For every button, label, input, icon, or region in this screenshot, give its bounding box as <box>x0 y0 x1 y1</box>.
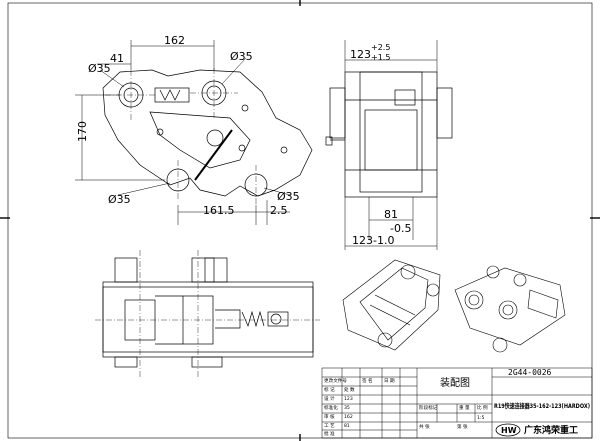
tb-label-review: 审 核 <box>324 413 335 420</box>
title-block-frame <box>321 367 593 439</box>
lock-mechanism <box>149 111 251 169</box>
company-logo: HW <box>495 423 521 437</box>
side-cylinder-box <box>394 89 416 106</box>
iso1-outline <box>342 259 441 351</box>
tb-label-sheets: 共 张 <box>419 423 430 430</box>
tb-value-35: 35 <box>344 405 350 411</box>
dim-dia-bottom-left: Ø35 <box>108 193 131 206</box>
side-view <box>325 71 453 198</box>
bottom-lug-right <box>191 356 223 368</box>
tb-label-mark: 标 记 <box>324 386 335 393</box>
bolt <box>238 144 246 152</box>
isometric-view-right <box>454 265 566 353</box>
iso2-lock <box>527 289 559 319</box>
tb-value-scale: 1:5 <box>477 415 484 421</box>
iso2-outline <box>454 267 566 346</box>
bottom-lug-left <box>114 356 138 368</box>
top-body-outline <box>102 281 314 358</box>
title-block <box>321 367 593 439</box>
bolt <box>156 128 164 136</box>
iso2-hole-right-inner <box>502 304 514 316</box>
top-lock-block <box>267 311 289 327</box>
side-body-outline <box>344 71 438 198</box>
iso1-pin-right <box>426 283 440 297</box>
iso2-pin-bottom <box>492 337 508 353</box>
tb-label-weight: 重 量 <box>459 404 470 411</box>
side-dimension-lines <box>344 40 438 250</box>
dim-side-81: 81 <box>384 208 398 221</box>
tb-value-81: 81 <box>344 423 350 429</box>
dim-bottom-width: 161.5 <box>203 204 235 217</box>
top-spring-housing <box>215 309 241 329</box>
tb-label-date: 日 期 <box>384 378 395 384</box>
dim-height: 170 <box>76 121 89 142</box>
dim-left-offset: 41 <box>110 52 124 65</box>
top-body-inner <box>102 286 314 353</box>
dim-dia-top-left: Ø35 <box>88 62 111 75</box>
iso1-pin-bottom <box>377 332 393 348</box>
front-dimension-lines <box>75 40 291 225</box>
tb-label-change: 更改文件号 <box>324 377 347 384</box>
side-pin-boss-left <box>329 87 346 139</box>
top-view <box>102 257 314 368</box>
logo-mark <box>159 89 181 101</box>
tb-label-sign: 签 名 <box>362 377 373 384</box>
top-spring <box>241 310 265 328</box>
side-lock-housing <box>364 109 418 171</box>
iso2-hole-left-inner <box>468 294 480 306</box>
lock-cylinder <box>206 129 224 147</box>
top-lock-pin <box>270 313 282 325</box>
tb-label-process: 工 艺 <box>324 423 335 429</box>
top-view-centerlines <box>95 250 320 378</box>
side-pin-boss-right <box>436 87 453 139</box>
tb-value-123: 123 <box>344 396 353 402</box>
tb-value-162: 162 <box>344 414 353 420</box>
dim-bottom-tolerance: 2.5 <box>270 204 288 217</box>
top-lug-left <box>114 257 138 283</box>
tb-label-design: 设 计 <box>324 395 335 402</box>
iso2-pin-top-left <box>486 265 500 279</box>
dim-side-top-tol-lower: +1.5 <box>371 53 390 62</box>
iso2-hole-left <box>464 290 484 310</box>
dim-side-81-tol: -0.5 <box>390 222 411 235</box>
top-lug-mid-left <box>191 257 215 283</box>
side-plate-inner <box>359 71 423 193</box>
dim-dia-top-right: Ø35 <box>230 50 253 63</box>
isometric-view-left <box>342 259 441 351</box>
bolt <box>241 104 249 112</box>
company-logo-text: HW <box>501 426 517 435</box>
iso1-pin-top <box>400 264 416 280</box>
iso2-pin-top-right <box>513 273 527 287</box>
iso2-hole-right <box>498 300 518 320</box>
company-name: 广东鸿荣重工 <box>524 424 578 436</box>
tb-label-scale: 比 例 <box>477 404 488 411</box>
hydraulic-rod <box>194 129 233 181</box>
tb-label-approve: 批 准 <box>324 430 335 437</box>
top-lug-mid-right <box>204 257 228 283</box>
bolt <box>280 146 288 154</box>
dim-dia-bottom-right: Ø35 <box>277 190 300 203</box>
tb-label-standard: 标准化 <box>324 404 338 411</box>
dim-side-bottom: 123-1.0 <box>352 234 394 247</box>
drawing-type: 装配图 <box>440 376 470 389</box>
tb-label-stage: 阶段标记 <box>419 404 438 411</box>
iso1-inner <box>359 267 429 341</box>
tb-label-count: 处 数 <box>344 386 355 393</box>
dim-side-top: 123 <box>350 48 371 61</box>
front-view <box>102 69 313 197</box>
dim-side-top-tol-upper: +2.5 <box>371 43 390 52</box>
tb-label-sheet-no: 第 张 <box>457 423 468 430</box>
front-plate-outline <box>102 69 313 197</box>
side-bolt <box>325 136 333 146</box>
dim-top-width: 162 <box>164 34 185 47</box>
product-name: R19快速连接器35-162-123(HARDOX) <box>494 401 590 410</box>
drawing-number: 2G44-0026 <box>508 368 552 377</box>
